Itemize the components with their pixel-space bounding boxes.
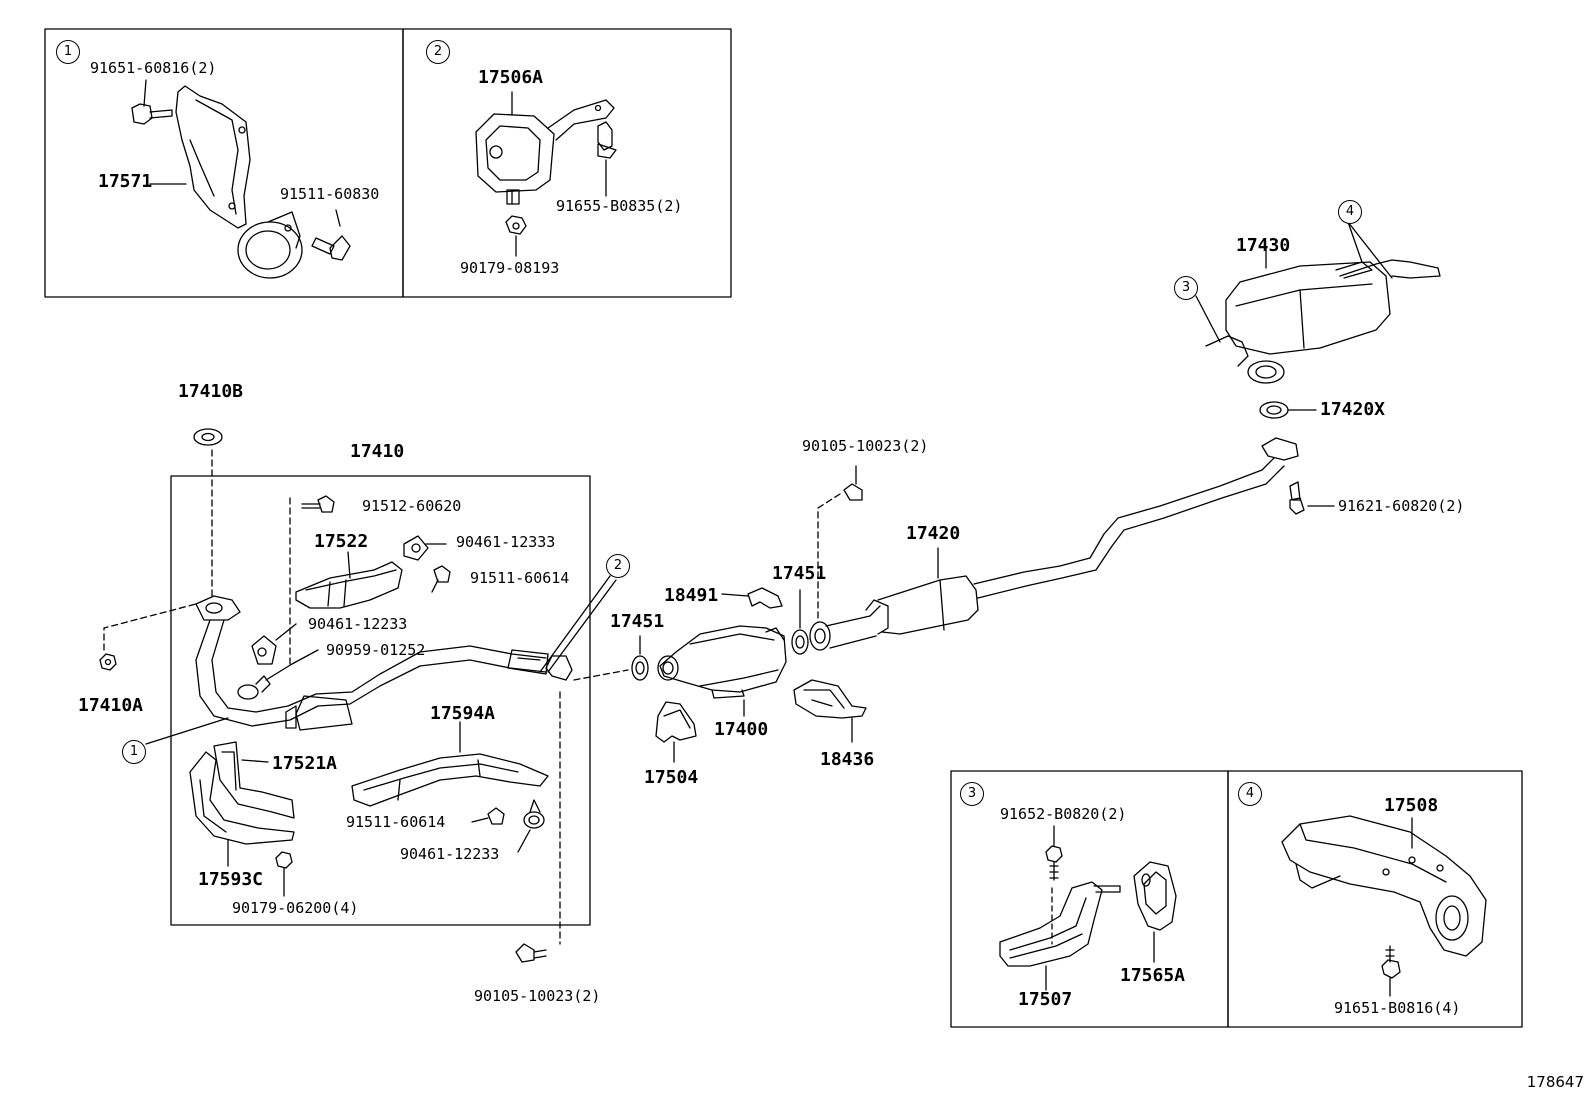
bolt-91511-60614-a xyxy=(431,565,451,593)
figure-number: 178647 xyxy=(1526,1073,1584,1091)
gasket-17451-a xyxy=(631,635,649,681)
bracket-17571 xyxy=(175,85,251,229)
label-91512-60620[interactable]: 91512-60620 xyxy=(362,497,462,515)
label-91655-B0835[interactable]: 91655-B0835(2) xyxy=(556,197,683,215)
label-17508[interactable]: 17508 xyxy=(1384,795,1439,816)
center-pipe-17420 xyxy=(809,437,1299,651)
assembly-box-17410 xyxy=(170,475,591,926)
hanger-17506A xyxy=(475,99,615,205)
heat-insulator-17522 xyxy=(295,561,403,609)
label-17410A[interactable]: 17410A xyxy=(78,695,144,716)
nut-90179-06200 xyxy=(275,851,293,897)
bolt-91651-B0816 xyxy=(1381,945,1401,997)
clamp-90461-12233-b xyxy=(517,799,545,853)
label-17451-a[interactable]: 17451 xyxy=(610,611,665,632)
detail-box-4 xyxy=(1227,770,1523,1028)
label-18436[interactable]: 18436 xyxy=(820,749,875,770)
detail-box-2 xyxy=(402,28,732,298)
muffler-17430 xyxy=(1205,259,1441,384)
heat-insulator-17521A xyxy=(213,741,295,819)
bolt-90105-10023-a xyxy=(843,465,863,501)
label-17571[interactable]: 17571 xyxy=(98,171,153,192)
label-91511-60830[interactable]: 91511-60830 xyxy=(280,185,380,203)
label-17521A[interactable]: 17521A xyxy=(272,753,338,774)
label-91651-60816[interactable]: 91651-60816(2) xyxy=(90,59,217,77)
clip-90959-01252 xyxy=(237,649,319,700)
callout-4-muffler[interactable]: 4 xyxy=(1338,200,1362,224)
bracket-18491 xyxy=(721,587,783,609)
gasket-17410B xyxy=(193,428,223,446)
label-17451-b[interactable]: 17451 xyxy=(772,563,827,584)
callout-2-detail[interactable]: 2 xyxy=(426,40,450,64)
clamp-90461-12233-a xyxy=(251,623,297,665)
callout-3-muffler[interactable]: 3 xyxy=(1174,276,1198,300)
label-17507[interactable]: 17507 xyxy=(1018,989,1073,1010)
label-17400[interactable]: 17400 xyxy=(714,719,769,740)
nut-17410A xyxy=(99,653,117,671)
callout-3-detail[interactable]: 3 xyxy=(960,782,984,806)
heat-insulator-18436 xyxy=(793,679,867,719)
callout-4-detail[interactable]: 4 xyxy=(1238,782,1262,806)
label-90461-12333[interactable]: 90461-12333 xyxy=(456,533,556,551)
label-17410B[interactable]: 17410B xyxy=(178,381,244,402)
label-90179-08193[interactable]: 90179-08193 xyxy=(460,259,560,277)
callout-1-detail[interactable]: 1 xyxy=(56,40,80,64)
bracket-17508 xyxy=(1281,815,1487,957)
label-17522[interactable]: 17522 xyxy=(314,531,369,552)
callout-2-pipe[interactable]: 2 xyxy=(606,554,630,578)
label-17504[interactable]: 17504 xyxy=(644,767,699,788)
bolt-91512-60620 xyxy=(301,495,335,513)
label-91651-B0816[interactable]: 91651-B0816(4) xyxy=(1334,999,1461,1017)
label-17410[interactable]: 17410 xyxy=(350,441,405,462)
clamp-band xyxy=(237,211,303,279)
nut-90179-08193 xyxy=(505,215,527,257)
label-17593C[interactable]: 17593C xyxy=(198,869,264,890)
bolt-91655-B0835 xyxy=(597,121,617,197)
label-90179-06200[interactable]: 90179-06200(4) xyxy=(232,899,359,917)
label-90105-10023-a[interactable]: 90105-10023(2) xyxy=(802,437,929,455)
bolt-91511-60830 xyxy=(311,209,351,261)
heat-insulator-17594A xyxy=(351,753,549,807)
label-91511-60614-b[interactable]: 91511-60614 xyxy=(346,813,446,831)
label-17420[interactable]: 17420 xyxy=(906,523,961,544)
heat-insulator-17593C xyxy=(189,751,295,845)
label-91621-60820[interactable]: 91621-60820(2) xyxy=(1338,497,1465,515)
label-17594A[interactable]: 17594A xyxy=(430,703,496,724)
bracket-17507 xyxy=(999,881,1121,967)
bolt-91621-60820 xyxy=(1289,481,1305,515)
label-90959-01252[interactable]: 90959-01252 xyxy=(326,641,426,659)
label-90105-10023-b[interactable]: 90105-10023(2) xyxy=(474,987,601,1005)
label-90461-12233-a[interactable]: 90461-12233 xyxy=(308,615,408,633)
label-17565A[interactable]: 17565A xyxy=(1120,965,1186,986)
label-17420X[interactable]: 17420X xyxy=(1320,399,1386,420)
catalytic-converter-17400 xyxy=(657,625,787,699)
label-17506A[interactable]: 17506A xyxy=(478,67,544,88)
label-91652-B0820[interactable]: 91652-B0820(2) xyxy=(1000,805,1127,823)
heat-insulator-17504 xyxy=(655,701,697,743)
hanger-17565A xyxy=(1133,861,1177,931)
label-17430[interactable]: 17430 xyxy=(1236,235,1291,256)
label-90461-12233-b[interactable]: 90461-12233 xyxy=(400,845,500,863)
bolt-91651-60816 xyxy=(131,79,173,125)
bolt-91511-60614-b xyxy=(471,807,505,825)
front-pipe-17410 xyxy=(195,595,573,731)
callout-1-pipe[interactable]: 1 xyxy=(122,740,146,764)
clamp-90461-12333 xyxy=(403,535,447,561)
label-18491[interactable]: 18491 xyxy=(664,585,719,606)
gasket-17451-b xyxy=(791,589,809,655)
bolt-91652-B0820 xyxy=(1045,825,1063,881)
gasket-17420X xyxy=(1259,401,1317,419)
label-91511-60614-a[interactable]: 91511-60614 xyxy=(470,569,570,587)
bolt-90105-10023-b xyxy=(515,943,547,963)
